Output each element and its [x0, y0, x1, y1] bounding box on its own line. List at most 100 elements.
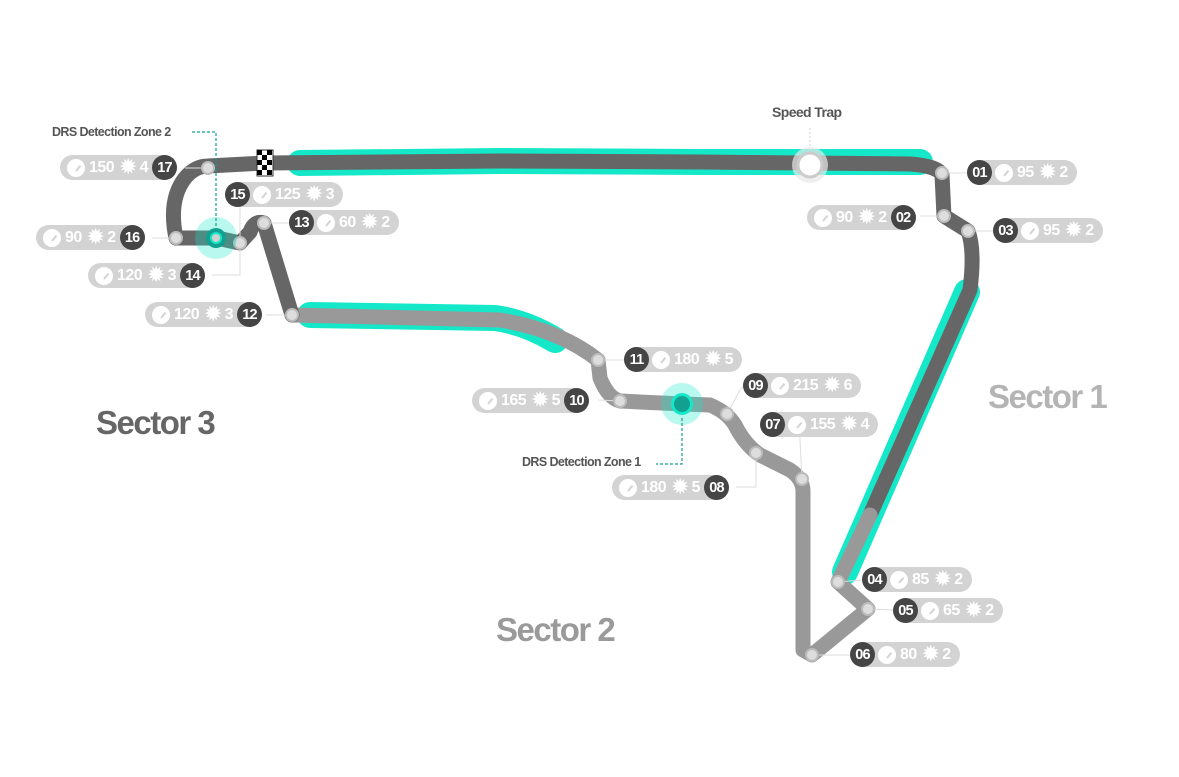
turn-pill-12[interactable]: 120 ✹ 3 12 [145, 302, 263, 327]
turn-speed: 180 [674, 350, 700, 368]
gear-icon: ✹ [965, 600, 982, 621]
turn-speed: 60 [339, 213, 356, 231]
turn-number-badge: 17 [152, 155, 178, 180]
speedometer-icon [995, 163, 1013, 182]
turn-pill-08[interactable]: 180 ✹ 5 08 [612, 475, 730, 500]
gear-icon: ✹ [306, 184, 322, 205]
turn-pill-15[interactable]: 15 125 ✹ 3 [225, 182, 344, 207]
gear-icon: ✹ [934, 569, 951, 590]
turn-speed: 85 [912, 570, 929, 588]
turn-gear: 2 [942, 645, 951, 663]
turn-gear: 3 [167, 266, 177, 284]
turn-number-badge: 04 [862, 567, 887, 592]
turn-gear: 2 [1085, 221, 1094, 239]
turn-number-badge: 16 [119, 225, 145, 250]
gear-icon: ✹ [148, 265, 164, 286]
speedometer-icon [152, 305, 170, 324]
speedometer-icon [43, 228, 61, 247]
speed-trap-label: Speed Trap [772, 104, 842, 120]
turn-speed: 120 [174, 305, 200, 323]
turn-gear: 2 [878, 208, 887, 226]
turn-number-badge: 02 [890, 205, 916, 230]
gear-icon: ✹ [361, 212, 378, 233]
turn-speed: 120 [117, 266, 143, 284]
turn-pill-06[interactable]: 06 80 ✹ 2 [850, 642, 960, 667]
turn-dot-11 [591, 353, 605, 367]
turn-gear: 2 [381, 213, 390, 231]
speedometer-icon [1021, 221, 1039, 240]
gear-icon: ✹ [532, 390, 548, 411]
turn-pill-14[interactable]: 120 ✹ 3 14 [88, 263, 206, 288]
turn-number-badge: 05 [893, 598, 918, 623]
turn-pill-03[interactable]: 03 95 ✹ 2 [993, 218, 1103, 243]
turn-gear: 4 [860, 415, 870, 433]
turn-speed: 90 [65, 228, 82, 246]
turn-number-badge: 14 [180, 263, 206, 288]
gear-icon: ✹ [858, 207, 875, 228]
chequered-flag-icon [256, 149, 274, 177]
turn-gear: 3 [224, 305, 234, 323]
turn-dot-08 [749, 446, 763, 460]
sector-3-label: Sector 3 [96, 404, 216, 441]
drs-detection-2-marker [190, 131, 237, 259]
turn-dot-09 [720, 407, 734, 421]
gear-icon: ✹ [205, 304, 221, 325]
turn-pill-16[interactable]: 90 ✹ 2 16 [36, 225, 145, 250]
speedometer-icon [479, 391, 497, 410]
turn-gear: 2 [985, 601, 994, 619]
turn-dot-01 [935, 166, 949, 180]
turn-pill-09[interactable]: 09 215 ✹ 6 [743, 373, 862, 398]
speedometer-icon [771, 376, 789, 395]
turn-speed: 180 [641, 478, 667, 496]
gear-icon: ✹ [672, 477, 688, 498]
gear-icon: ✹ [705, 349, 721, 370]
turn-speed: 95 [1017, 163, 1034, 181]
turn-number-badge: 13 [289, 210, 314, 235]
turn-pill-13[interactable]: 13 60 ✹ 2 [289, 210, 399, 235]
gear-icon: ✹ [841, 414, 857, 435]
turn-pill-05[interactable]: 05 65 ✹ 2 [893, 598, 1003, 623]
speedometer-icon [652, 350, 670, 369]
turn-dot-02 [937, 209, 951, 223]
turn-gear: 5 [724, 350, 734, 368]
turn-dot-12 [285, 308, 299, 322]
drs-detection-1-marker [656, 383, 703, 465]
turn-speed: 95 [1043, 221, 1060, 239]
speedometer-icon [814, 208, 832, 227]
turn-number-badge: 01 [967, 160, 992, 185]
gear-icon: ✹ [1065, 220, 1082, 241]
turn-speed: 150 [89, 158, 115, 176]
turn-number-badge: 10 [564, 388, 590, 413]
turn-pill-07[interactable]: 07 155 ✹ 4 [760, 412, 879, 437]
turn-pill-02[interactable]: 90 ✹ 2 02 [807, 205, 916, 230]
turn-gear: 5 [551, 391, 561, 409]
turn-pill-01[interactable]: 01 95 ✹ 2 [967, 160, 1077, 185]
turn-pill-11[interactable]: 11 180 ✹ 5 [624, 347, 743, 372]
turn-speed: 215 [793, 376, 819, 394]
turn-number-badge: 11 [624, 347, 649, 372]
turn-gear: 4 [139, 158, 149, 176]
sector-1-label: Sector 1 [988, 378, 1108, 415]
turn-dot-05 [861, 602, 875, 616]
turn-pill-04[interactable]: 04 85 ✹ 2 [862, 567, 972, 592]
gear-icon: ✹ [87, 227, 104, 248]
turn-gear: 2 [107, 228, 116, 246]
turn-speed: 155 [810, 415, 836, 433]
turn-dot-07 [795, 472, 809, 486]
turn-pill-10[interactable]: 165 ✹ 5 10 [472, 388, 590, 413]
drs-detection-zone-1-label: DRS Detection Zone 1 [522, 455, 641, 469]
turn-dot-06 [805, 648, 819, 662]
turn-pill-17[interactable]: 150 ✹ 4 17 [60, 155, 178, 180]
speedometer-icon [619, 478, 637, 497]
turn-speed: 165 [501, 391, 527, 409]
turn-number-badge: 09 [743, 373, 768, 398]
turn-dot-04 [831, 575, 845, 589]
turn-speed: 80 [900, 645, 917, 663]
turn-dot-13 [257, 216, 271, 230]
turn-gear: 6 [843, 376, 853, 394]
turn-number-badge: 07 [760, 412, 785, 437]
drs-detection-zone-2-label: DRS Detection Zone 2 [52, 125, 171, 139]
turn-speed: 125 [275, 185, 301, 203]
gear-icon: ✹ [120, 157, 136, 178]
